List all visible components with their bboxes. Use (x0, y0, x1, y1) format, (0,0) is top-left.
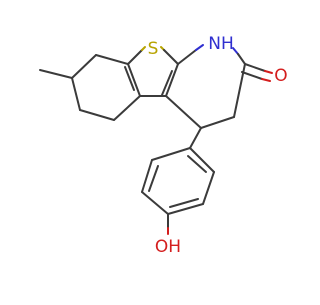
cyclohexane-ring (39, 54, 141, 121)
sulfur-label: S (148, 39, 159, 59)
bond (71, 54, 97, 79)
bond (200, 116, 235, 129)
bond (244, 63, 266, 72)
bond (141, 191, 169, 215)
bond (233, 63, 246, 118)
carbonyl-oxygen-label: O (274, 66, 287, 86)
bond (189, 127, 202, 149)
bond (161, 70, 173, 96)
bond (195, 44, 204, 51)
bond (237, 53, 246, 65)
bond (113, 95, 141, 121)
bond (165, 95, 202, 129)
molecule-canvas: S NH O OH (39, 34, 288, 257)
bond (127, 63, 141, 97)
bond (169, 198, 199, 208)
bond (127, 49, 143, 65)
bond (261, 78, 271, 82)
hydroxyphenyl-ring (141, 127, 215, 235)
bond (95, 54, 129, 65)
bond (141, 159, 153, 193)
thiophene-ring (124, 46, 179, 97)
bond (151, 147, 191, 161)
bond (202, 171, 215, 205)
bond (79, 109, 115, 121)
bond (189, 147, 215, 173)
bond (264, 70, 273, 74)
bond (163, 49, 179, 65)
bond (124, 66, 135, 91)
bond (71, 77, 81, 111)
pyridinone-ring (165, 44, 273, 129)
methyl-bond (39, 69, 73, 79)
bond (167, 203, 204, 215)
hydroxyl-label: OH (155, 237, 181, 257)
molecule-structure: S NH O OH (39, 34, 288, 257)
bond (165, 63, 179, 97)
bond (232, 47, 239, 55)
bond (187, 155, 207, 173)
amine-label: NH (208, 34, 234, 54)
bond (141, 46, 146, 51)
bond (148, 165, 159, 192)
bond (241, 71, 263, 80)
bond (177, 49, 197, 65)
